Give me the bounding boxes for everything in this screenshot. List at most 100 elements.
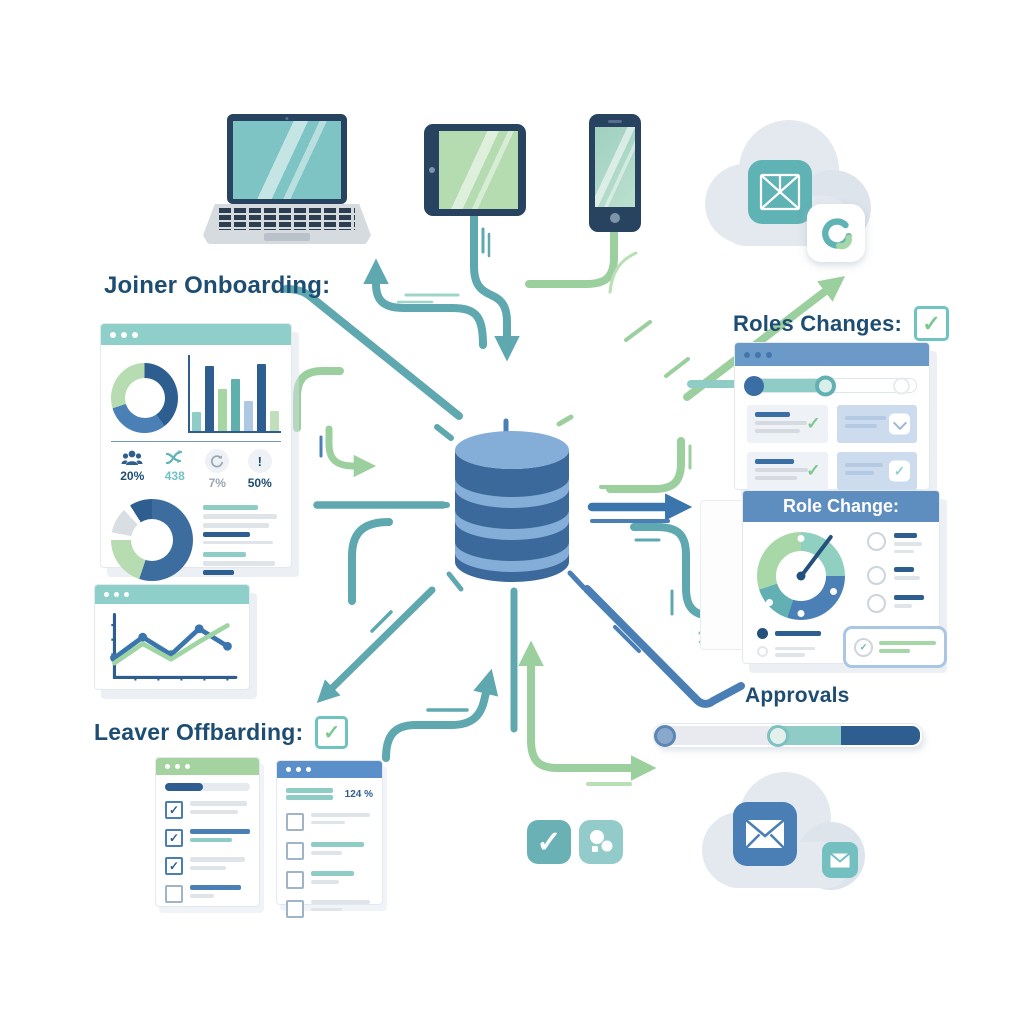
- chevron-button: [889, 413, 910, 435]
- legend-dot-icon: [757, 628, 768, 639]
- stat-value: 7%: [208, 476, 226, 490]
- alert-icon: !: [257, 453, 262, 469]
- tablet-screen: [439, 131, 518, 209]
- offboard-checklist-card-a: ✓ ✓ ✓: [155, 757, 260, 907]
- stat-value: 20%: [120, 469, 145, 483]
- cloud-sync: [693, 112, 873, 262]
- bar: [244, 400, 253, 431]
- tablet: [424, 124, 526, 216]
- joiner-dashboard-header: [101, 324, 291, 345]
- envelope-icon: [745, 819, 785, 849]
- slider-start-knob: [744, 375, 764, 396]
- laptop-screen: [227, 114, 347, 204]
- laptop: [203, 114, 371, 244]
- empty-checkbox-icon: [165, 885, 183, 903]
- bar: [192, 412, 201, 431]
- group-icon: [590, 830, 613, 852]
- window-dot: [766, 351, 772, 358]
- donut-chart-bottom: [111, 499, 193, 581]
- window-dot: [175, 764, 180, 769]
- legend-ring-icon: [757, 646, 768, 657]
- window-dot: [286, 767, 291, 772]
- chevron-down-icon: [892, 415, 907, 430]
- sync-refresh-icon: [822, 218, 852, 250]
- group-tile: [579, 820, 623, 864]
- divider: [111, 441, 281, 442]
- checklist-item: ✓: [165, 829, 250, 847]
- trend-chart-card: [94, 584, 250, 690]
- mail-tile-small: [822, 842, 858, 878]
- offboard-progress-track: [165, 783, 250, 791]
- refresh-icon: [211, 455, 224, 468]
- percent-badge: 124 %: [344, 788, 373, 800]
- joiner-onboarding-text: Joiner Onboarding:: [104, 272, 331, 299]
- review-item: [867, 594, 927, 613]
- cloud-mail: [688, 770, 873, 905]
- approve-check-button: ✓: [889, 460, 910, 482]
- joiner-dashboard-card: 20% 438 7%: [100, 323, 292, 581]
- review-item: [867, 566, 927, 585]
- roles-changes-label: Roles Changes: ✓: [733, 306, 950, 341]
- laptop-trackpad: [264, 233, 310, 241]
- window-dot: [110, 331, 116, 338]
- bar: [218, 389, 227, 431]
- bar: [231, 379, 240, 431]
- laptop-camera-dot: [285, 116, 289, 120]
- phone-home-button: [610, 213, 620, 223]
- check-icon: ✓: [894, 463, 905, 478]
- donut-chart-top: [111, 363, 178, 433]
- leaver-offboarding-label: Leaver Offbarding: ✓: [94, 716, 349, 749]
- window-dot: [132, 331, 138, 338]
- mail-tile: [733, 802, 797, 866]
- radio-icon: [867, 566, 886, 585]
- tablet-camera-dot: [429, 167, 435, 173]
- window-dot: [744, 351, 750, 358]
- leaver-offboarding-text: Leaver Offbarding:: [94, 719, 304, 745]
- approvals-start-knob: [654, 724, 676, 747]
- role-entry-panel: ✓: [747, 452, 828, 490]
- offboard-progress-fill: [165, 783, 204, 791]
- approvals-progress: [654, 724, 922, 747]
- empty-checkbox-icon: [286, 900, 304, 918]
- checklist-a-header: [156, 758, 259, 775]
- envelope-grid-icon: [759, 173, 801, 211]
- checklist-item: [286, 842, 373, 860]
- trend-chart-header: [95, 585, 249, 604]
- leaver-checkbox: ✓: [315, 716, 349, 749]
- check-icon: ✓: [323, 722, 341, 744]
- bar: [270, 411, 279, 431]
- empty-checkbox-icon: [286, 842, 304, 860]
- stat-value: 50%: [247, 476, 272, 490]
- checked-checkbox-icon: ✓: [165, 801, 183, 819]
- bar: [257, 364, 266, 431]
- roles-card-header: [735, 343, 929, 366]
- envelope-icon: [830, 852, 850, 867]
- mail-window-tile: [748, 160, 812, 224]
- checklist-b-header: [277, 761, 382, 778]
- line-chart-svg: [110, 613, 238, 681]
- roles-changes-card: ✓ ✓ ✓: [734, 342, 930, 490]
- checklist-item: [286, 813, 373, 831]
- check-icon: ✓: [536, 825, 562, 859]
- phone-speaker: [608, 120, 622, 123]
- joiner-onboarding-label: Joiner Onboarding:: [104, 272, 330, 300]
- window-dot: [306, 767, 311, 772]
- branch-icon: [165, 450, 182, 465]
- empty-checkbox-icon: [286, 813, 304, 831]
- window-dot: [755, 351, 761, 358]
- green-check-icon: ✓: [806, 414, 821, 433]
- window-dot: [121, 331, 127, 338]
- role-pending-panel: [836, 405, 917, 443]
- approved-check-icon: ✓: [854, 637, 873, 657]
- phone: [589, 114, 641, 232]
- window-dot: [124, 592, 129, 597]
- checklist-item: ✓: [165, 801, 250, 819]
- role-change-card: Role Change:: [742, 490, 947, 668]
- checklist-item: [286, 900, 373, 918]
- role-entry-panel: ✓: [747, 405, 828, 443]
- roles-changes-checkbox: ✓: [914, 306, 950, 341]
- roles-slider-track: [744, 375, 917, 396]
- green-check-icon: ✓: [806, 461, 821, 480]
